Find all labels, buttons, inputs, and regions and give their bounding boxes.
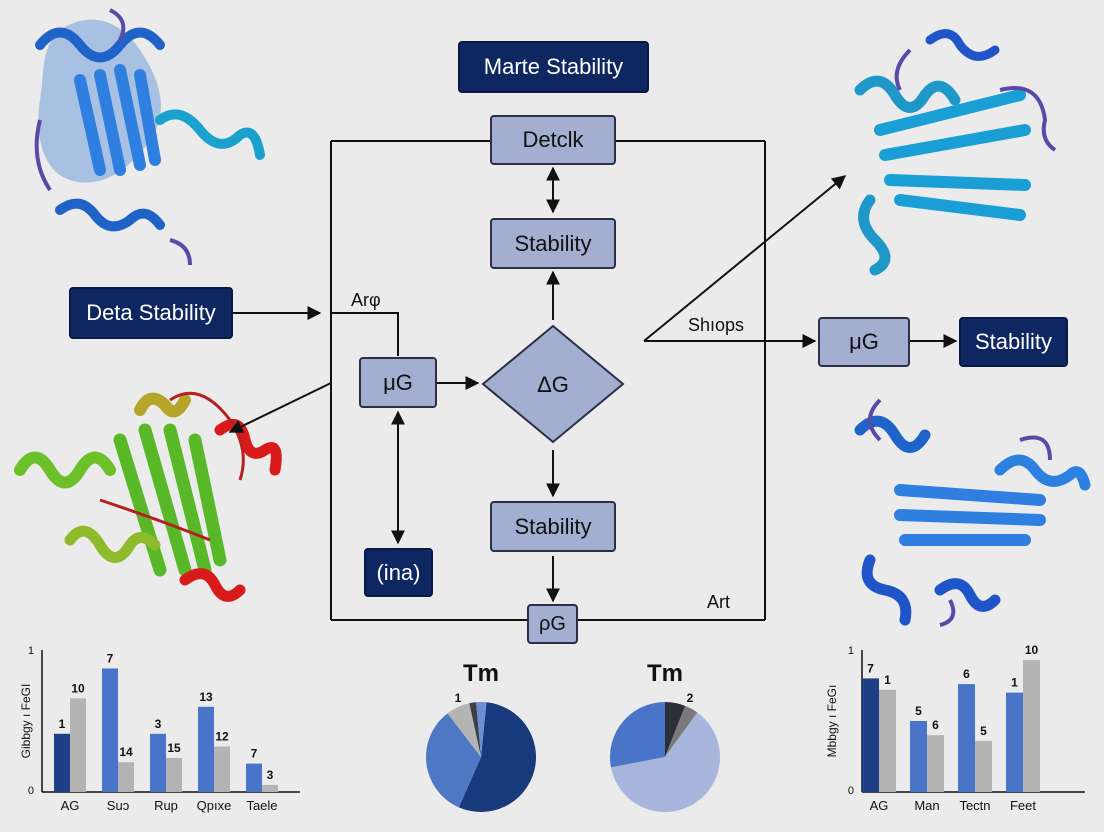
pie-chart-right-title: Tm xyxy=(647,660,683,687)
bar-value-label: 3 xyxy=(155,717,162,731)
bar xyxy=(214,746,230,792)
bar-value-label: 15 xyxy=(167,741,181,755)
pie-slice xyxy=(458,702,536,812)
bar-value-label: 6 xyxy=(963,667,970,681)
x-tick-label: Tectn xyxy=(959,798,990,813)
bar-value-label: 14 xyxy=(119,745,133,759)
bar-value-label: 1 xyxy=(59,717,66,731)
bar-value-label: 5 xyxy=(980,724,987,738)
pie-slice xyxy=(665,702,686,757)
bar-value-label: 3 xyxy=(267,768,274,782)
protein-structure-bottom-left-icon xyxy=(14,391,282,602)
pie-slice-label: 1 xyxy=(455,691,462,705)
protein-structure-top-right-icon xyxy=(854,29,1057,276)
bar-value-label: 12 xyxy=(215,730,229,744)
x-tick-label: AG xyxy=(61,798,80,813)
pie-slice xyxy=(609,702,665,768)
node-stability-lower: Stability xyxy=(490,501,616,552)
x-tick-label: Taele xyxy=(246,798,277,813)
y-tick-label: 0 xyxy=(28,785,34,797)
y-axis-label: Gibbgy ı FeGI xyxy=(19,684,33,759)
bar-value-label: 5 xyxy=(915,704,922,718)
node-rho-g: ρG xyxy=(527,604,578,644)
pie-chart-right: 2 xyxy=(609,691,720,812)
pie-slice xyxy=(469,702,481,757)
bar xyxy=(262,784,278,792)
pie-slice xyxy=(665,705,698,757)
bar-value-label: 1 xyxy=(884,673,891,687)
bar xyxy=(166,757,182,792)
node-detclk: Detclk xyxy=(490,115,616,165)
x-tick-label: Qpıxe xyxy=(197,798,232,813)
bar-value-label: 10 xyxy=(71,681,85,695)
bar-value-label: 7 xyxy=(107,651,114,665)
y-axis-label: Mbbgy ı FeGı xyxy=(825,685,839,758)
diagram-title: Marte Stability xyxy=(458,41,649,93)
label-art: Art xyxy=(707,592,731,612)
node-stability-right: Stability xyxy=(959,317,1068,367)
bar xyxy=(927,735,944,792)
x-tick-label: Man xyxy=(914,798,939,813)
delta-g-diamond xyxy=(481,324,625,444)
bar-value-label: 10 xyxy=(1025,643,1039,657)
bar-value-label: 7 xyxy=(867,661,874,675)
bar xyxy=(1023,659,1040,792)
y-tick-label: 1 xyxy=(28,645,34,657)
bar-value-label: 6 xyxy=(932,718,939,732)
node-delta-g-label: ΔG xyxy=(537,372,569,397)
bar xyxy=(102,668,118,792)
process-frame xyxy=(330,140,766,621)
bar xyxy=(958,684,975,792)
bar xyxy=(879,689,896,792)
label-arphi: Arφ xyxy=(351,290,381,310)
pie-slice xyxy=(425,713,481,808)
bar xyxy=(246,763,262,792)
pie-slice xyxy=(447,703,481,757)
bar xyxy=(118,762,134,792)
node-ina: (ina) xyxy=(364,548,433,597)
bar xyxy=(54,733,70,792)
pie-chart-left-title: Tm xyxy=(463,660,499,687)
label-shops: Shıops xyxy=(688,315,745,335)
x-tick-label: Rup xyxy=(154,798,178,813)
y-tick-label: 1 xyxy=(848,645,854,657)
diagram-arrows xyxy=(228,166,958,603)
node-deta-stability: Deta Stability xyxy=(69,287,233,339)
pie-chart-left: 1 xyxy=(425,691,536,812)
bar-value-label: 1 xyxy=(1011,676,1018,690)
bar xyxy=(910,721,927,792)
x-tick-label: Feet xyxy=(1010,798,1036,813)
bar xyxy=(862,678,879,792)
protein-structure-bottom-right-icon xyxy=(854,398,1091,627)
bar xyxy=(975,740,992,792)
bar xyxy=(198,706,214,792)
bar xyxy=(150,733,166,792)
bar-value-label: 13 xyxy=(199,690,213,704)
x-tick-label: Suɔ xyxy=(107,798,129,813)
protein-structure-top-left-icon xyxy=(34,8,265,266)
pie-slice xyxy=(476,701,487,757)
bar-value-label: 7 xyxy=(251,747,258,761)
bar xyxy=(70,698,86,792)
node-mu-g-right: μG xyxy=(818,317,910,367)
node-mu-g-left: μG xyxy=(359,357,437,408)
node-stability-upper: Stability xyxy=(490,218,616,269)
pie-slice xyxy=(610,712,720,812)
x-tick-label: AG xyxy=(870,798,889,813)
bar xyxy=(1006,692,1023,792)
y-tick-label: 0 xyxy=(848,785,854,797)
pie-slice-label: 2 xyxy=(687,691,694,705)
